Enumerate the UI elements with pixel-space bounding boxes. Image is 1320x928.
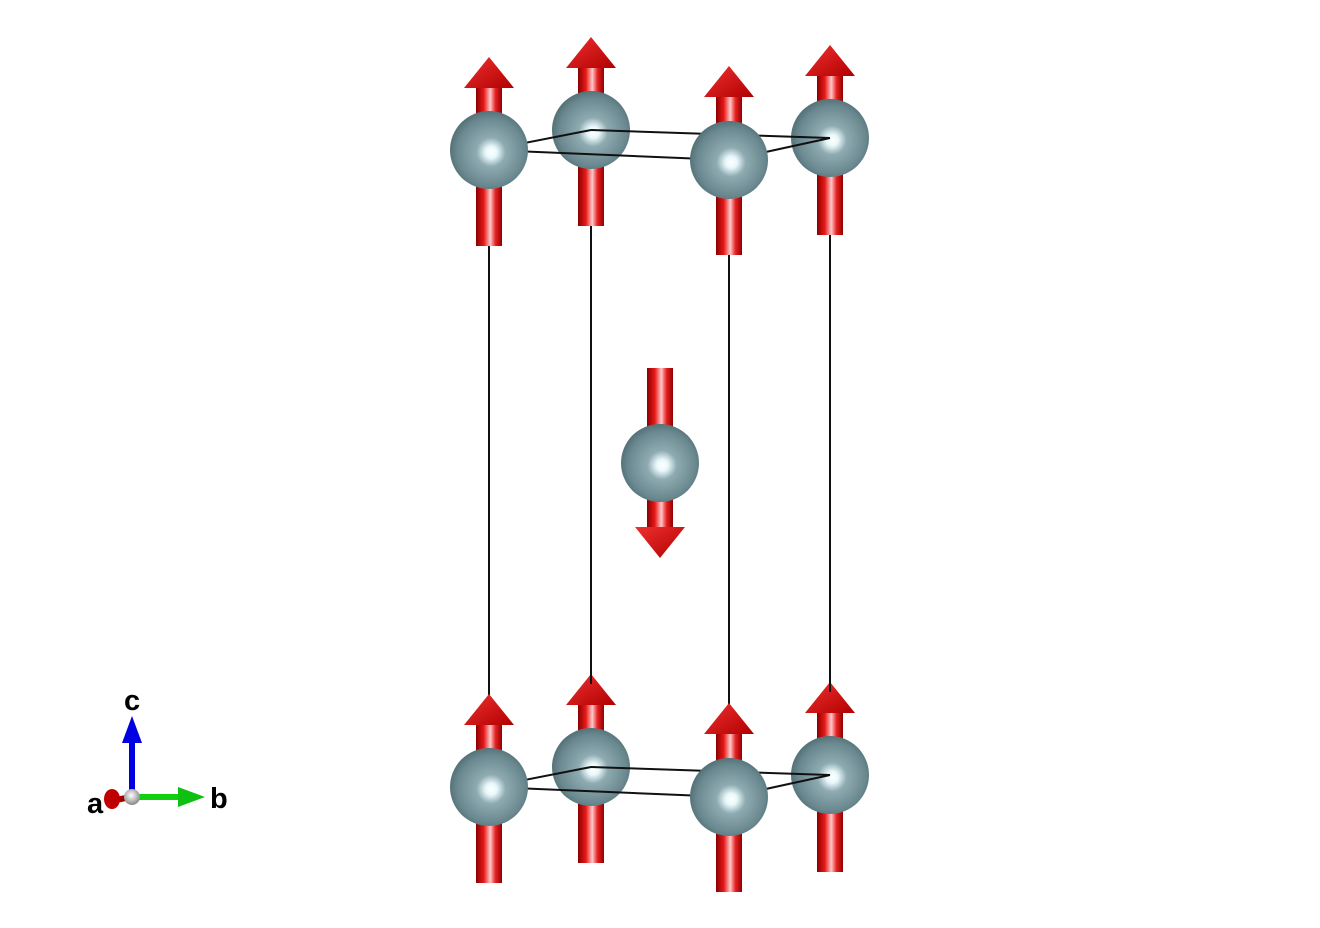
body-center-atom[interactable] — [621, 368, 699, 558]
spin-up-arrowhead-icon — [805, 682, 855, 713]
axis-a-arrowhead — [104, 789, 120, 809]
spin-up-arrowhead-icon — [805, 45, 855, 76]
atom-sphere — [690, 121, 768, 199]
spin-up-arrowhead-icon — [566, 37, 616, 68]
spin-up-arrowhead-icon — [464, 694, 514, 725]
atom-sphere — [621, 424, 699, 502]
spin-up-arrowhead-icon — [464, 57, 514, 88]
atom-sphere — [690, 758, 768, 836]
atom-sphere — [450, 748, 528, 826]
cell-edge — [488, 149, 730, 161]
spin-up-arrowhead-icon — [704, 703, 754, 734]
back-atoms-layer — [552, 37, 869, 872]
atom-sphere — [450, 111, 528, 189]
magnetic-atom[interactable] — [791, 45, 869, 235]
axis-a-label: a — [87, 788, 104, 820]
axis-origin-sphere — [124, 789, 140, 805]
magnetic-atom[interactable] — [450, 57, 528, 246]
axis-b-label: b — [210, 783, 228, 815]
axis-indicator: c b a — [87, 685, 228, 820]
axis-b-arrowhead — [178, 787, 205, 807]
axis-c-arrowhead — [122, 716, 142, 743]
magnetic-atom[interactable] — [690, 66, 768, 255]
spin-up-arrowhead-icon — [704, 66, 754, 97]
spin-down-arrowhead-icon — [635, 527, 685, 558]
axis-c-label: c — [124, 685, 140, 717]
cell-edge — [488, 786, 730, 798]
front-atoms-layer — [450, 57, 768, 892]
spin-up-arrowhead-icon — [566, 674, 616, 705]
magnetic-atom[interactable] — [791, 682, 869, 872]
magnetic-atom[interactable] — [690, 703, 768, 892]
magnetic-atom[interactable] — [450, 694, 528, 883]
